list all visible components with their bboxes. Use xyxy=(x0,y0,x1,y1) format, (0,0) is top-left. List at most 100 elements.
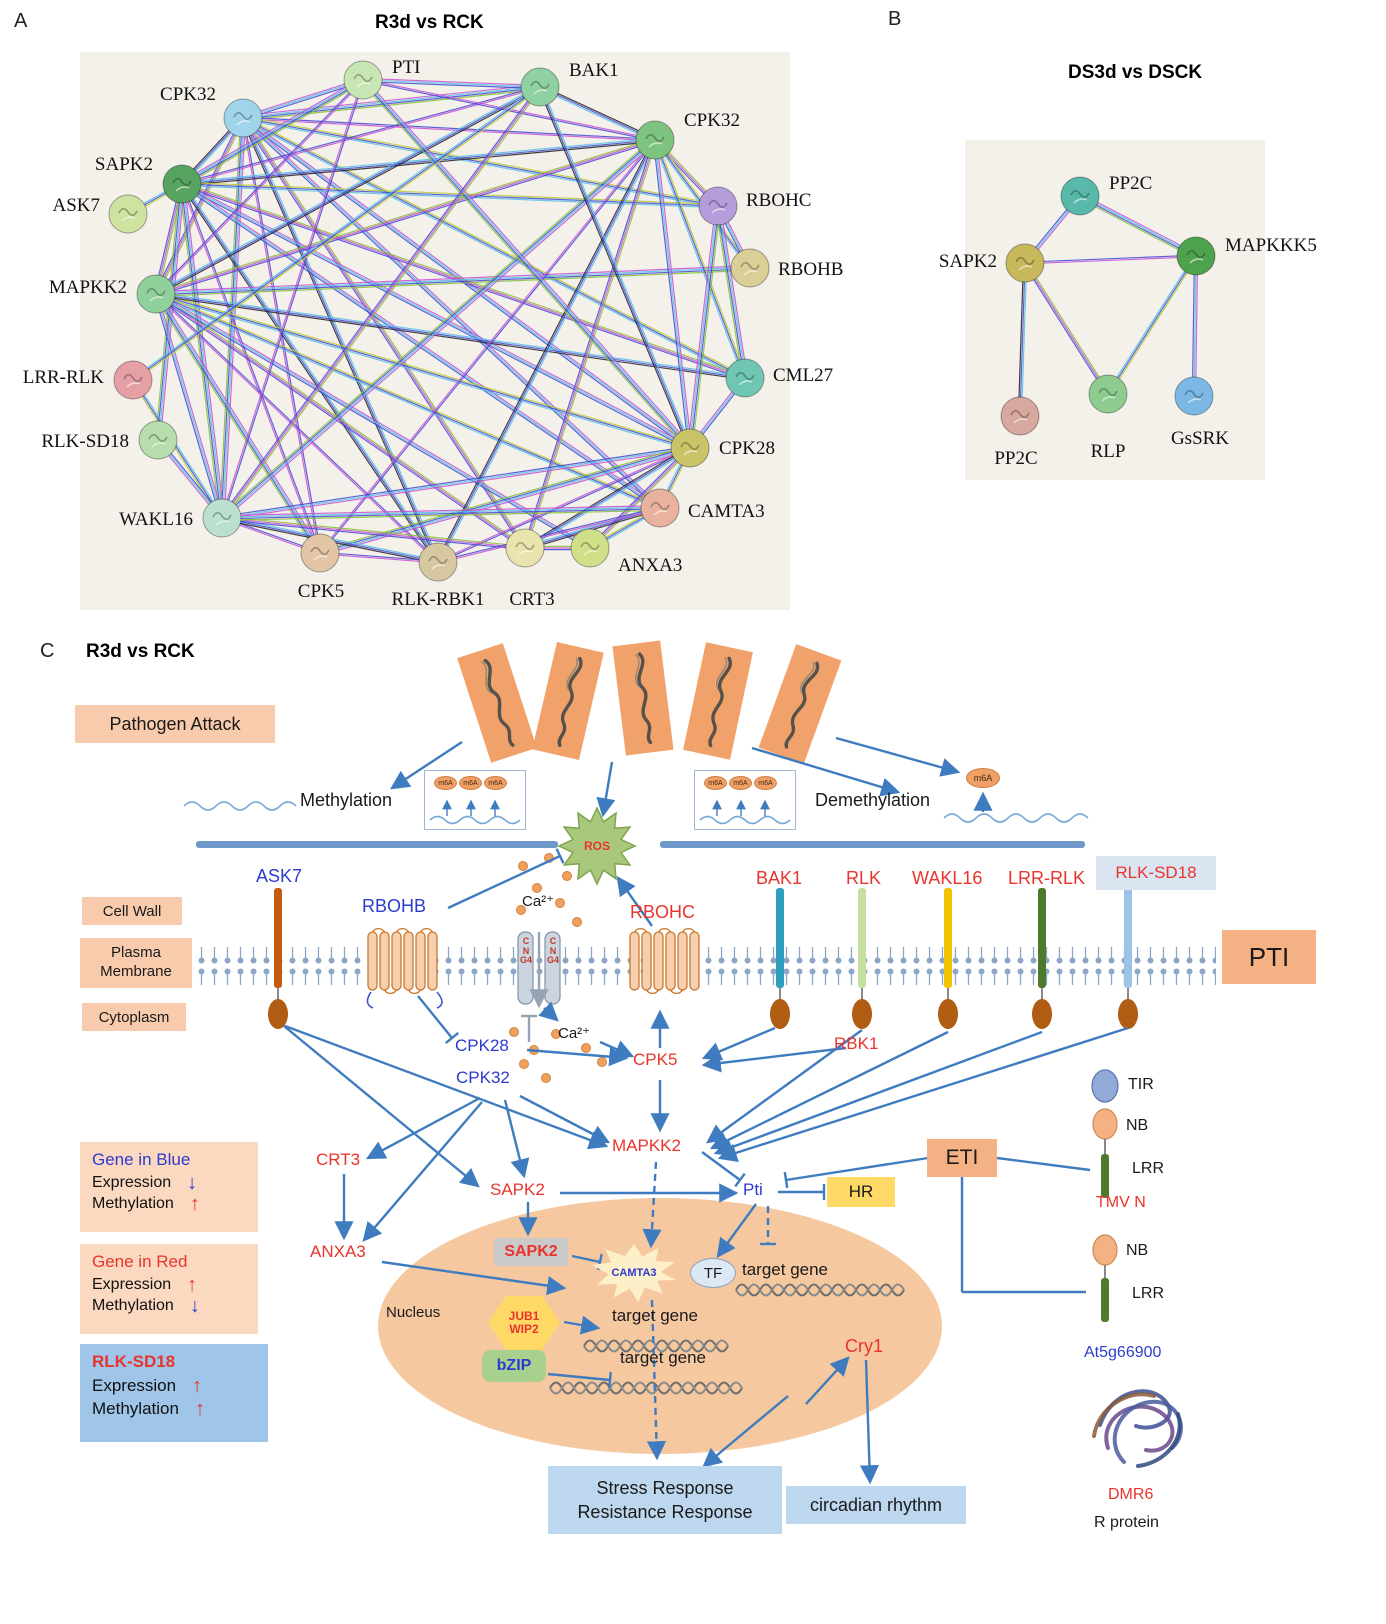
panel-a-title: R3d vs RCK xyxy=(375,12,484,33)
m6a-badge: m6A xyxy=(484,776,507,790)
dna-helix xyxy=(735,1283,905,1297)
cpk32-label: CPK32 xyxy=(456,1068,510,1087)
network-node-label: PP2C xyxy=(1109,173,1152,194)
nb-domain xyxy=(1092,1108,1118,1140)
legend-rlk-title: RLK-SD18 xyxy=(92,1352,176,1371)
network-node xyxy=(162,164,202,204)
rlk-sd18-label: RLK-SD18 xyxy=(1115,863,1197,882)
legend-rlk-sd18: RLK-SD18 Expression↑ Methylation↑ xyxy=(80,1344,268,1442)
rbohb-label: RBOHB xyxy=(362,896,427,916)
lrr-label: LRR xyxy=(1132,1160,1165,1177)
receptor-kinase-domain xyxy=(268,999,288,1029)
cpk5-label: CPK5 xyxy=(633,1050,678,1069)
sapk2-nucleus-box: SAPK2 xyxy=(494,1238,568,1266)
nb-domain xyxy=(1092,1234,1118,1266)
network-node-label: CRT3 xyxy=(509,589,554,610)
nematode-image xyxy=(758,644,842,764)
cry1-label: Cry1 xyxy=(845,1336,884,1356)
up-arrow-icon: ↑ xyxy=(194,1398,205,1420)
pathway-arrow xyxy=(701,1046,847,1073)
m6a-badge: m6A xyxy=(966,768,1000,788)
cell-wall-line xyxy=(660,841,1085,848)
receptor-bar xyxy=(858,888,866,988)
network-node xyxy=(570,528,610,568)
cng4-channel-label: CNG4 xyxy=(547,936,560,965)
receptor-kinase-domain xyxy=(770,999,790,1029)
network-node-label: SAPK2 xyxy=(95,154,153,175)
stress-response-label: Stress Response xyxy=(596,1477,734,1498)
pathway-arrow xyxy=(596,761,616,818)
calcium-ion xyxy=(509,1027,519,1037)
calcium-ion xyxy=(519,1059,529,1069)
pathway-arrow xyxy=(859,1359,880,1485)
nematode-image xyxy=(532,642,604,760)
network-node xyxy=(1000,396,1040,436)
calcium-ion xyxy=(541,1073,551,1083)
pathway-arrow xyxy=(701,1026,776,1061)
hr-box: HR xyxy=(827,1177,895,1207)
pathway-arrow xyxy=(599,1040,635,1059)
lrr-rlk-label: LRR-RLK xyxy=(1008,868,1086,888)
ros-label: ROS xyxy=(584,839,611,853)
pathway-arrow xyxy=(805,1356,850,1405)
pathway-arrow xyxy=(526,1047,629,1067)
legend-red-title: Gene in Red xyxy=(92,1252,188,1271)
resistance-response-label: Resistance Response xyxy=(577,1502,753,1522)
lrr-domain xyxy=(1101,1278,1109,1322)
anxa3-label: ANXA3 xyxy=(310,1242,366,1261)
network-node xyxy=(1174,376,1214,416)
plasma-membrane-box: Plasma Membrane xyxy=(80,938,192,988)
legend-gene-blue: Gene in Blue Expression↓ Methylation↑ xyxy=(80,1142,258,1232)
panel-a-background xyxy=(80,52,790,610)
panel-b-title: DS3d vs DSCK xyxy=(1068,62,1203,83)
network-node-label: CPK32 xyxy=(684,110,740,131)
network-node-label: CML27 xyxy=(773,365,833,386)
network-node xyxy=(343,60,383,100)
legend-gene-red: Gene in Red Expression↑ Methylation↓ xyxy=(80,1244,258,1334)
pathway-arrow xyxy=(547,1372,611,1382)
network-node-label: LRR-RLK xyxy=(23,367,105,388)
hr-label: HR xyxy=(848,1182,874,1201)
bak1-label: BAK1 xyxy=(756,868,803,888)
legend-blue-expression: Expression xyxy=(92,1174,172,1191)
nb-label: NB xyxy=(1126,1117,1149,1134)
target-gene-label: target gene xyxy=(742,1260,829,1279)
network-node xyxy=(223,98,263,138)
receptor-bar xyxy=(1124,888,1132,988)
network-node-label: ASK7 xyxy=(52,195,100,216)
network-node-label: RLP xyxy=(1091,441,1126,462)
pti-box: PTI xyxy=(1222,930,1316,984)
network-node xyxy=(1088,374,1128,414)
methylation-label: Methylation xyxy=(300,790,393,810)
eti-box: ETI xyxy=(927,1139,997,1177)
network-node xyxy=(136,274,176,314)
camta3-star: CAMTA3 xyxy=(592,1244,676,1302)
panel-b-background xyxy=(965,140,1265,480)
network-node-label: PP2C xyxy=(994,448,1037,469)
network-node xyxy=(698,186,738,226)
calcium-ion xyxy=(529,1045,539,1055)
calcium-label-cyto: Ca²⁺ xyxy=(558,1025,591,1042)
pathway-arrow xyxy=(571,1254,601,1264)
receptor-bar xyxy=(1038,888,1046,988)
tir-domain xyxy=(1091,1069,1119,1103)
network-node xyxy=(730,248,770,288)
panel-b-edges xyxy=(1017,193,1199,417)
network-node-label: MAPKK2 xyxy=(49,277,127,298)
rlk-label: RLK xyxy=(846,868,882,888)
panel-b-letter: B xyxy=(888,8,902,30)
network-node-label: SAPK2 xyxy=(939,251,997,272)
demethylation-label: Demethylation xyxy=(815,790,931,810)
nb2-label: NB xyxy=(1126,1242,1149,1259)
network-node-label: RBOHC xyxy=(746,190,811,211)
lrr2-label: LRR xyxy=(1132,1285,1165,1302)
tmv-n-label: TMV N xyxy=(1096,1194,1146,1211)
pti-cyto-label: Pti xyxy=(743,1180,763,1199)
pathway-arrow xyxy=(503,1099,530,1179)
cell-wall-label: Cell Wall xyxy=(102,902,162,920)
calcium-ion xyxy=(518,861,528,871)
pathway-arrow xyxy=(996,1156,1091,1172)
network-node xyxy=(670,428,710,468)
network-node xyxy=(520,67,560,107)
